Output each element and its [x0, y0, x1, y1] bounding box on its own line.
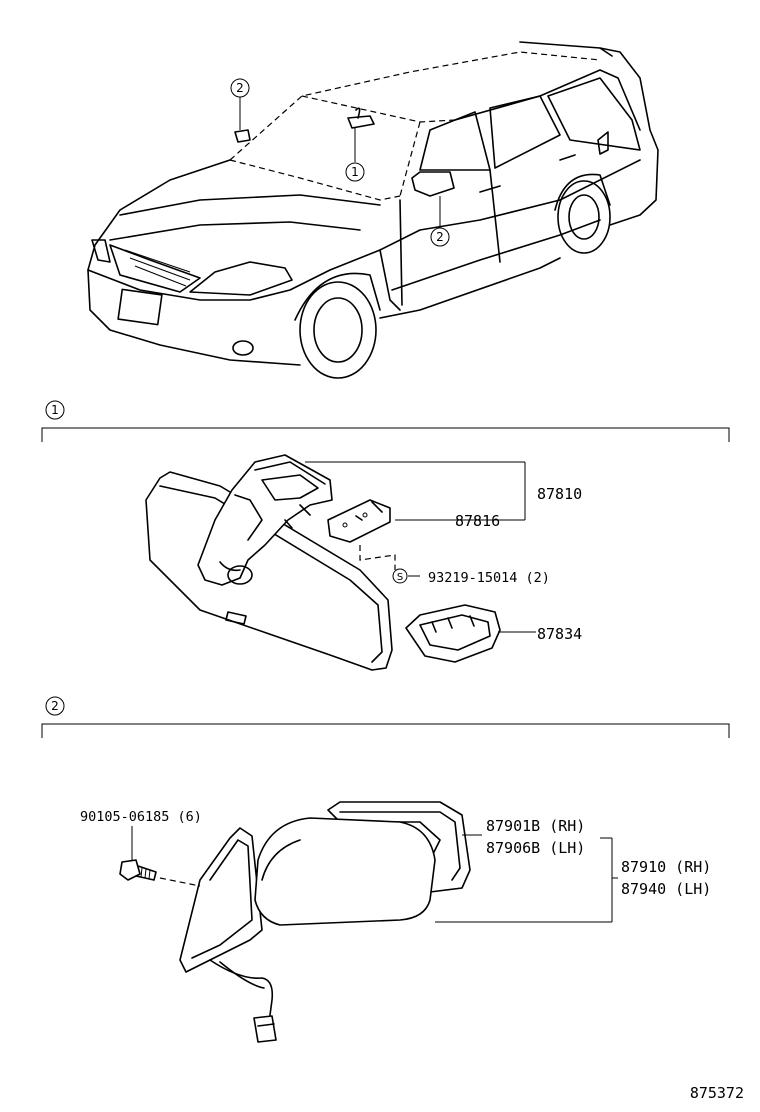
- section-2-header: 2: [41, 696, 730, 738]
- cover-87834: [405, 604, 501, 663]
- label-87906b-lh: 87906B (LH): [486, 839, 585, 857]
- svg-text:2: 2: [51, 699, 59, 713]
- svg-text:1: 1: [351, 165, 359, 179]
- svg-text:2: 2: [436, 230, 444, 244]
- callout-1-car: 1: [345, 162, 365, 182]
- label-87834: 87834: [537, 625, 582, 643]
- section-2-leaders: [435, 834, 618, 923]
- inner-rear-view-mirror: [145, 454, 393, 671]
- diagram-id: 875372: [690, 1084, 744, 1102]
- label-87901b-rh: 87901B (RH): [486, 817, 585, 835]
- label-87810: 87810: [537, 485, 582, 503]
- svg-text:1: 1: [51, 403, 59, 417]
- section-1-header: 1: [41, 400, 730, 442]
- s-mark: S: [392, 568, 408, 584]
- label-87816: 87816: [455, 512, 500, 530]
- svg-text:2: 2: [236, 81, 244, 95]
- label-87910-rh: 87910 (RH): [621, 858, 711, 876]
- label-93219-15014: 93219-15014 (2): [428, 570, 550, 586]
- label-90105-06185: 90105-06185 (6): [80, 809, 202, 825]
- section-1-leaders: [305, 461, 536, 633]
- car-overview: [87, 41, 659, 379]
- bracket-87816: [327, 499, 396, 570]
- bolt-90105: [119, 826, 201, 887]
- callout-2-top-left: 2: [230, 78, 250, 98]
- label-87940-lh: 87940 (LH): [621, 880, 711, 898]
- svg-text:S: S: [397, 572, 403, 583]
- outer-rear-view-mirror: [179, 801, 471, 1043]
- callout-2-car: 2: [430, 227, 450, 247]
